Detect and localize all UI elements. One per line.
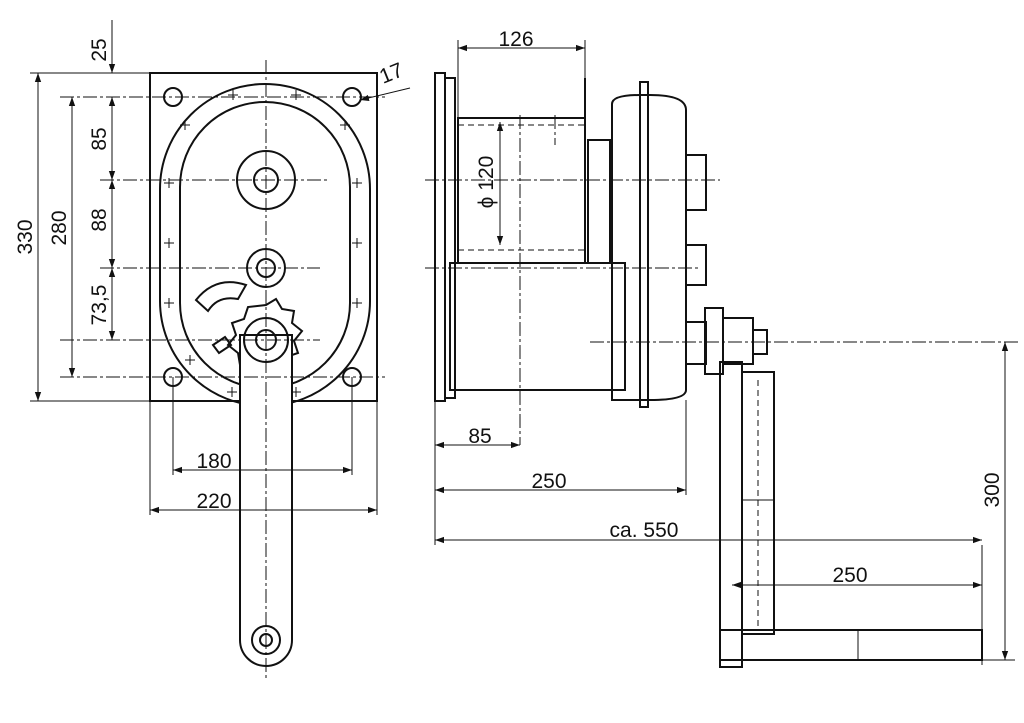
dim-73-5: 73,5 xyxy=(88,285,111,326)
side-shaft-hub xyxy=(704,307,768,375)
dim-330: 330 xyxy=(14,219,37,254)
front-dimensions xyxy=(30,20,411,515)
dim-220: 220 xyxy=(196,490,231,513)
dim-126: 126 xyxy=(498,28,533,51)
gear-housing xyxy=(449,262,626,391)
side-base-plate xyxy=(434,72,446,402)
dim-85-horizontal: 85 xyxy=(468,425,491,448)
dim-300: 300 xyxy=(981,472,1004,507)
dim-85-vertical: 85 xyxy=(88,127,111,150)
dim-280: 280 xyxy=(48,210,71,245)
side-crank-handle xyxy=(719,361,983,668)
side-view xyxy=(425,72,1020,668)
cover-disc xyxy=(611,94,687,401)
side-dimensions xyxy=(434,40,1015,665)
front-view xyxy=(60,60,385,680)
dim-250-handle: 250 xyxy=(832,564,867,587)
dim-180: 180 xyxy=(196,450,231,473)
dim-phi-120: ϕ 120 xyxy=(475,156,498,209)
dim-17: 17 xyxy=(376,59,406,89)
dim-250-overall: 250 xyxy=(531,470,566,493)
dim-88: 88 xyxy=(88,208,111,231)
dim-550: ca. 550 xyxy=(610,519,679,542)
drum-flange-left xyxy=(444,77,456,399)
dim-25: 25 xyxy=(88,38,111,61)
